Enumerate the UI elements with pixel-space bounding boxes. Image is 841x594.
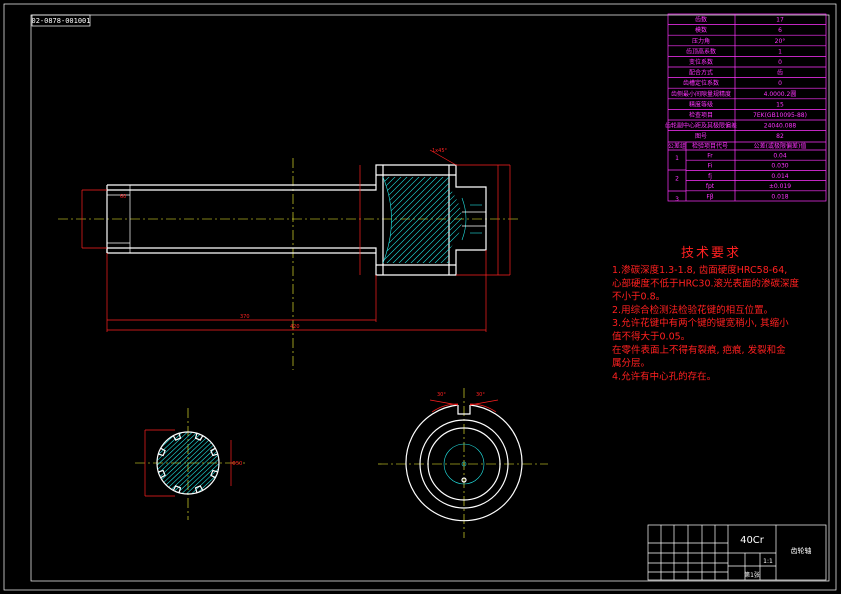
requirement-line: 在零件表面上不得有裂痕, 疤痕, 发裂和金 xyxy=(612,344,786,356)
drawing-number: 02-0878-001001 xyxy=(31,17,90,25)
tol-value: 0.014 xyxy=(771,173,788,180)
param-value: 齿 xyxy=(777,69,783,77)
requirement-line: 心部硬度不低于HRC30.滚光表面的渗碳深度 xyxy=(612,277,800,289)
param-label: 模数 xyxy=(695,26,707,34)
tol-header-group: 公差组 xyxy=(668,142,686,150)
param-label: 齿槽定位系数 xyxy=(683,79,719,87)
gear-end-view: 30° 30° xyxy=(378,388,548,538)
requirement-line: 3.允许花键中有两个键的键宽稍小, 其缩小 xyxy=(612,317,789,329)
param-value: 6 xyxy=(778,27,782,34)
tol-value: 0.018 xyxy=(771,193,788,200)
tol-value: ±0.019 xyxy=(769,183,791,190)
technical-requirements: 技术要求 1.渗碳深度1.3-1.8, 齿面硬度HRC58-64,心部硬度不低于… xyxy=(612,246,800,382)
param-label: 检查项目 xyxy=(689,111,713,119)
tol-group: 2 xyxy=(675,175,679,182)
title-block: 40Cr 齿轮轴 1:1 第1张 xyxy=(647,524,827,581)
param-value: 17 xyxy=(776,17,784,24)
dim-overall-length: 420 xyxy=(290,324,300,330)
param-label: 齿顶高系数 xyxy=(686,47,716,55)
dim-keyway-angle-right: 30° xyxy=(476,392,485,398)
param-label: 压力角 xyxy=(692,37,710,45)
param-value: 24040.088 xyxy=(764,123,797,130)
tol-value: 0.04 xyxy=(773,153,787,160)
param-label: 配合方式 xyxy=(689,69,713,77)
dim-tooth-width: 60 xyxy=(120,194,126,200)
requirement-line: 1.渗碳深度1.3-1.8, 齿面硬度HRC58-64, xyxy=(612,264,787,276)
param-label: 齿轮副中心距及其极限偏差 xyxy=(665,122,737,130)
param-label: 图号 xyxy=(695,133,707,140)
tol-code: Fi xyxy=(708,163,713,170)
tol-group: 1 xyxy=(675,155,679,162)
material: 40Cr xyxy=(740,535,765,546)
param-label: 齿数 xyxy=(695,16,707,24)
scale: 1:1 xyxy=(763,558,773,565)
requirement-line: 属分层。 xyxy=(612,358,650,369)
dim-shaft-length: 370 xyxy=(240,314,250,320)
param-value: 20° xyxy=(775,38,786,45)
requirement-line: 不小于0.8。 xyxy=(612,292,665,303)
dim-chamfer: 1x45° xyxy=(432,148,448,154)
part-name: 齿轮轴 xyxy=(791,546,812,555)
shaft-front-view: 370 420 1x45° 60 xyxy=(58,148,520,370)
tol-header-value: 公差(或极限偏差)值 xyxy=(754,142,807,150)
requirement-line: 4.允许有中心孔的存在。 xyxy=(612,370,716,382)
param-value: 7EK(GB10095-88) xyxy=(753,112,807,119)
param-label: 齿侧最小间隙量规精度 xyxy=(671,90,731,98)
requirements-title: 技术要求 xyxy=(681,246,741,261)
param-value: 1 xyxy=(778,48,782,55)
param-label: 精度等级 xyxy=(689,100,713,108)
dim-keyway-angle-left: 30° xyxy=(437,392,446,398)
param-value: 15 xyxy=(776,101,784,108)
tol-value: 0.030 xyxy=(771,163,788,170)
param-value: 0 xyxy=(778,59,782,66)
param-value: 82 xyxy=(776,133,784,140)
tol-code: Fr xyxy=(707,153,713,160)
tol-group: 3 xyxy=(675,196,679,203)
tol-code: Fβ xyxy=(706,193,713,200)
tol-code: fj xyxy=(708,173,712,180)
drawing-number-box: 02-0878-001001 xyxy=(31,14,91,27)
param-label: 变位系数 xyxy=(689,58,713,66)
tol-code: fpt xyxy=(706,183,715,190)
requirement-line: 2.用综合检测法检验花键的相互位置。 xyxy=(612,304,773,316)
inner-border xyxy=(30,14,830,582)
dim-spline-dia: Φ50 xyxy=(232,461,242,467)
outer-border xyxy=(3,3,837,591)
requirement-line: 值不得大于0.05。 xyxy=(612,331,690,343)
param-value: 0 xyxy=(778,80,782,87)
tol-header-item: 检验项目代号 xyxy=(692,142,728,150)
spline-section-view: Φ50 xyxy=(135,408,245,520)
sheet-number: 第1张 xyxy=(744,571,760,579)
param-value: 4.0000.2圆 xyxy=(764,91,797,98)
